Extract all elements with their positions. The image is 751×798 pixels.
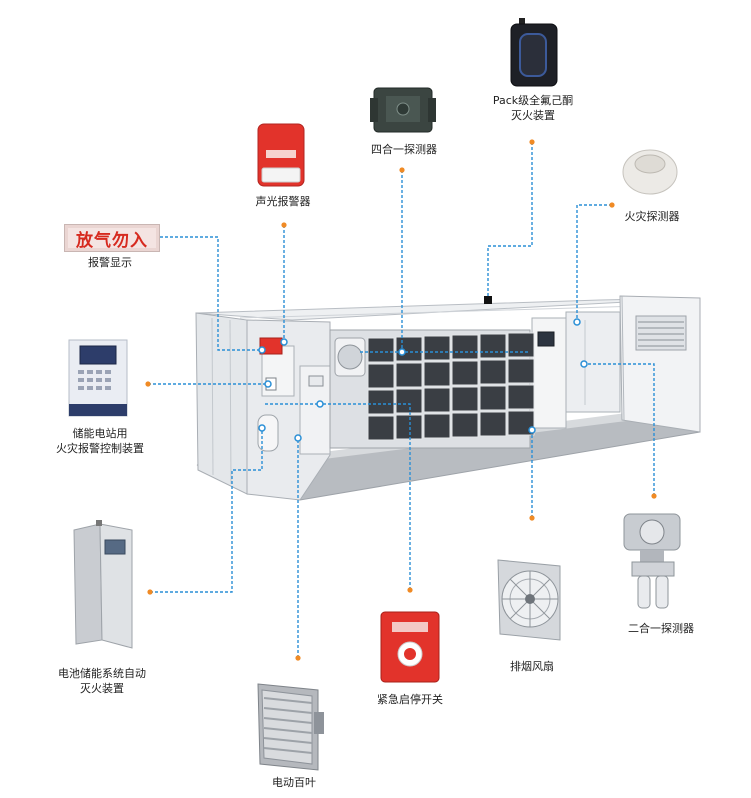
label-four-in-one-detector: 四合一探测器 [371, 143, 437, 156]
label-pack-extinguisher: Pack级全氟己酮 灭火装置 [492, 94, 574, 122]
battery-module [395, 414, 423, 440]
alarm-display-sign: 放气勿入 [64, 224, 160, 252]
sound-light-alarm-picture [257, 123, 305, 187]
battery-module [423, 387, 451, 413]
electric-louver-picture [257, 683, 324, 771]
battery-module [507, 384, 535, 410]
label-sound-light-alarm: 声光报警器 [255, 195, 311, 208]
battery-module [395, 388, 423, 414]
label-alarm-display: 报警显示 [88, 256, 132, 269]
label-emergency-stop: 紧急启停开关 [377, 693, 443, 706]
battery-module [423, 413, 451, 439]
battery-modules [367, 332, 535, 441]
emergency-stop-picture [380, 611, 440, 683]
battery-module [479, 359, 507, 385]
label-auto-extinguish: 电池储能系统自动 灭火装置 [58, 667, 146, 695]
battery-module [451, 334, 479, 360]
battery-module [479, 333, 507, 359]
pack-extinguisher-marker [484, 296, 492, 304]
energy-storage-container [195, 295, 701, 501]
label-fire-detector: 火灾探测器 [624, 210, 680, 223]
battery-module [367, 415, 395, 441]
battery-module [367, 363, 395, 389]
exhaust-fan-picture [497, 559, 561, 641]
battery-module [367, 389, 395, 415]
battery-module [479, 385, 507, 411]
battery-module [395, 336, 423, 362]
battery-module [451, 412, 479, 438]
battery-module [507, 358, 535, 384]
battery-module [423, 335, 451, 361]
battery-module [451, 386, 479, 412]
battery-module [367, 337, 395, 363]
battery-module [479, 411, 507, 437]
pack-extinguisher-picture [510, 18, 558, 87]
four-in-one-detector-picture [370, 87, 436, 133]
label-exhaust-fan: 排烟风扇 [510, 660, 554, 673]
label-control-device: 储能电站用 火灾报警控制装置 [56, 427, 144, 455]
alarm-display-sign-text: 放气勿入 [76, 230, 148, 251]
auto-extinguish-cabinet-picture [73, 520, 133, 649]
battery-module [451, 360, 479, 386]
leader-dots [145, 139, 657, 661]
battery-module [423, 361, 451, 387]
label-electric-louver: 电动百叶 [272, 776, 316, 789]
battery-module [395, 362, 423, 388]
two-in-one-detector-picture [623, 513, 681, 609]
device-markers [258, 318, 588, 442]
control-device-picture [68, 339, 128, 417]
fire-detector-picture [622, 149, 678, 195]
leader-lines [148, 142, 655, 658]
battery-module [507, 332, 535, 358]
label-two-in-one-detector: 二合一探测器 [628, 622, 694, 635]
